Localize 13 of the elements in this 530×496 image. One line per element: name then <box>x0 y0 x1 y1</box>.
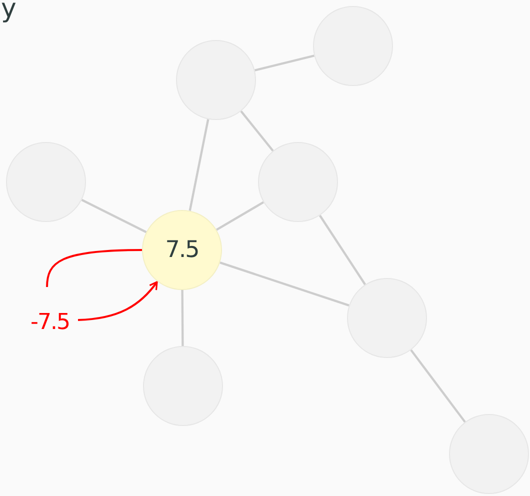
connector-line <box>240 110 274 152</box>
connector-line <box>254 54 314 72</box>
connector-line <box>181 290 184 346</box>
axis-label: y <box>1 0 16 22</box>
connector-line <box>220 262 350 306</box>
connector-line <box>81 198 147 234</box>
connector-line <box>410 349 466 423</box>
curved-arrow <box>78 281 158 321</box>
connector-line <box>188 119 210 211</box>
value-label: -7.5 <box>30 310 70 335</box>
node-value: 7.5 <box>165 237 199 263</box>
connector-line <box>318 214 366 286</box>
connector-line <box>216 201 264 231</box>
